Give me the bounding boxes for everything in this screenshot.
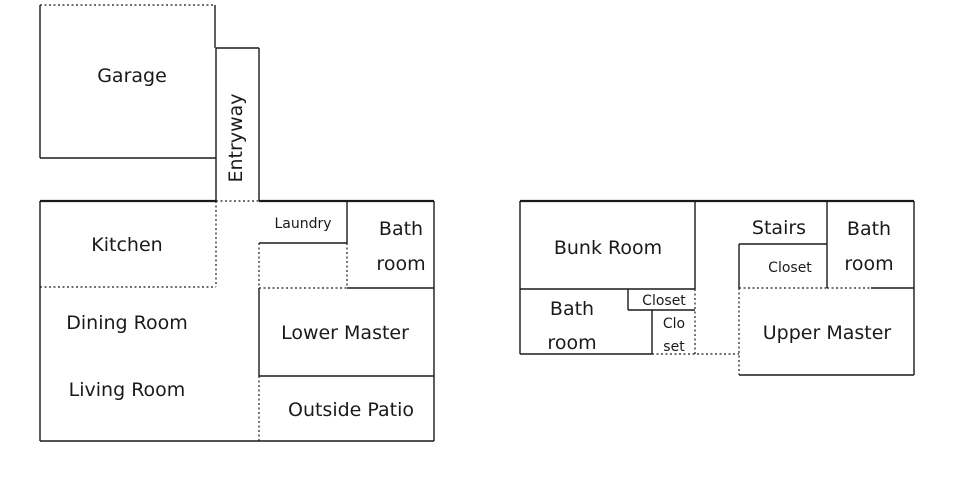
split-closet-label-line2: set	[663, 339, 685, 355]
upper-floor: Bunk Room Stairs Closet Bath room Bath r…	[519, 199, 915, 376]
closet-label: Closet	[768, 260, 812, 276]
kitchen-room	[40, 201, 217, 288]
garage-room	[39, 4, 216, 159]
kitchen-label: Kitchen	[91, 234, 162, 256]
upper-left-bath-room	[520, 289, 739, 355]
living-room-label: Living Room	[69, 379, 186, 401]
dining-room-label: Dining Room	[66, 312, 187, 334]
upper-left-bath-label-line2: room	[547, 332, 596, 354]
upper-right-bath-label-line2: room	[844, 253, 893, 275]
upper-left-bath-label-line1: Bath	[550, 298, 594, 320]
upper-right-bath-label-line1: Bath	[847, 218, 891, 240]
lower-master-room	[258, 287, 434, 377]
bunk-room	[520, 201, 696, 290]
split-closet-label-line1: Clo	[663, 316, 685, 332]
upper-master-label: Upper Master	[763, 322, 892, 344]
laundry-label: Laundry	[274, 216, 331, 232]
bunk-room-label: Bunk Room	[554, 237, 662, 259]
laundry-room	[258, 201, 348, 288]
upper-master-room	[738, 287, 914, 375]
stairs-area	[738, 201, 828, 289]
lower-bath-label-line1: Bath	[379, 218, 423, 240]
garage-label: Garage	[97, 65, 167, 87]
small-closet-label: Closet	[642, 293, 686, 309]
outside-patio-label: Outside Patio	[288, 399, 414, 421]
lower-outline	[39, 199, 435, 442]
stairs-label: Stairs	[752, 217, 806, 239]
entryway-label: Entryway	[225, 94, 247, 183]
entryway-room	[215, 47, 260, 202]
lower-master-label: Lower Master	[281, 322, 409, 344]
lower-floor: Garage Entryway Kitchen Laundry Bath roo…	[39, 4, 435, 442]
upper-outline	[519, 199, 915, 376]
lower-bath-label-line2: room	[376, 253, 425, 275]
